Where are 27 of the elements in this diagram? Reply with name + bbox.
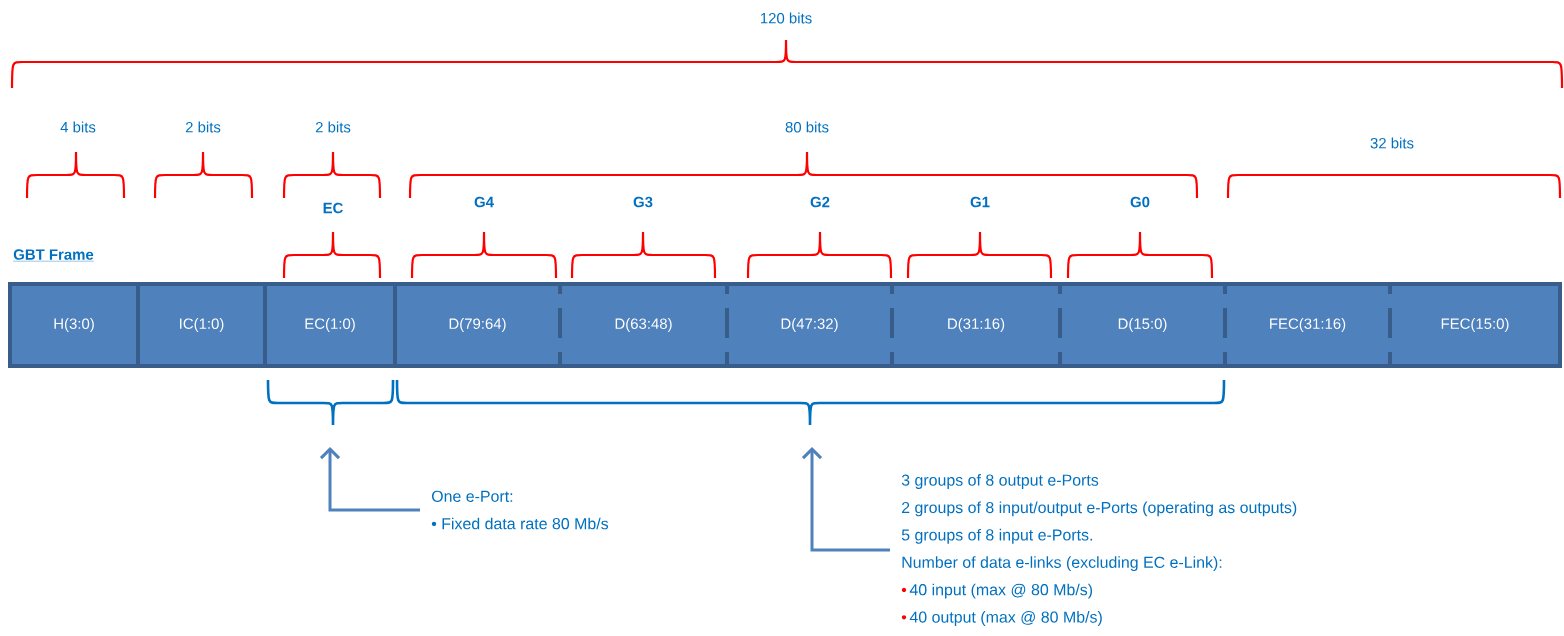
brace-label: 4 bits (60, 121, 96, 133)
brace-label: G1 (970, 196, 990, 208)
note-text: One e-Port: • Fixed data rate 80 Mb/s (431, 490, 609, 530)
brace-label: G0 (1130, 196, 1150, 208)
brace-label: 120 bits (761, 12, 812, 24)
brace-label: G3 (633, 196, 653, 208)
frame-field: D(15:0) (1118, 318, 1167, 332)
frame-field: FEC(15:0) (1441, 318, 1509, 332)
frame-field: EC(1:0) (305, 318, 355, 332)
note-text: 3 groups of 8 output e-Ports 2 groups of 8 input/output e-Ports (operating as outputs) 5 groups of 8 input e-Ports. Number of data e-links (excluding EC e-Link): • 40 input (max @ 80 Mb/s) • 40 output (max @ 80 Mb/s) (901, 474, 1297, 626)
brace-label: EC (323, 202, 343, 214)
arrow (801, 447, 890, 552)
frame-field: IC(1:0) (180, 318, 224, 332)
node-label: GBT Frame (13, 249, 94, 260)
brace-label: 2 bits (185, 121, 221, 133)
brace-label: 2 bits (315, 121, 351, 133)
brace-label: 32 bits (1370, 137, 1414, 149)
frame-field: D(63:48) (615, 318, 672, 332)
frame-field: D(79:64) (449, 318, 506, 332)
arrow (319, 447, 420, 512)
brace-label: G4 (474, 196, 494, 208)
frame-field: D(47:32) (781, 318, 838, 332)
frame-field: FEC(31:16) (1270, 318, 1346, 332)
brace-label: 80 bits (785, 121, 829, 133)
frame-field: H(3:0) (54, 318, 94, 332)
brace-label: G2 (810, 196, 830, 208)
frame-field: D(31:16) (948, 318, 1005, 332)
